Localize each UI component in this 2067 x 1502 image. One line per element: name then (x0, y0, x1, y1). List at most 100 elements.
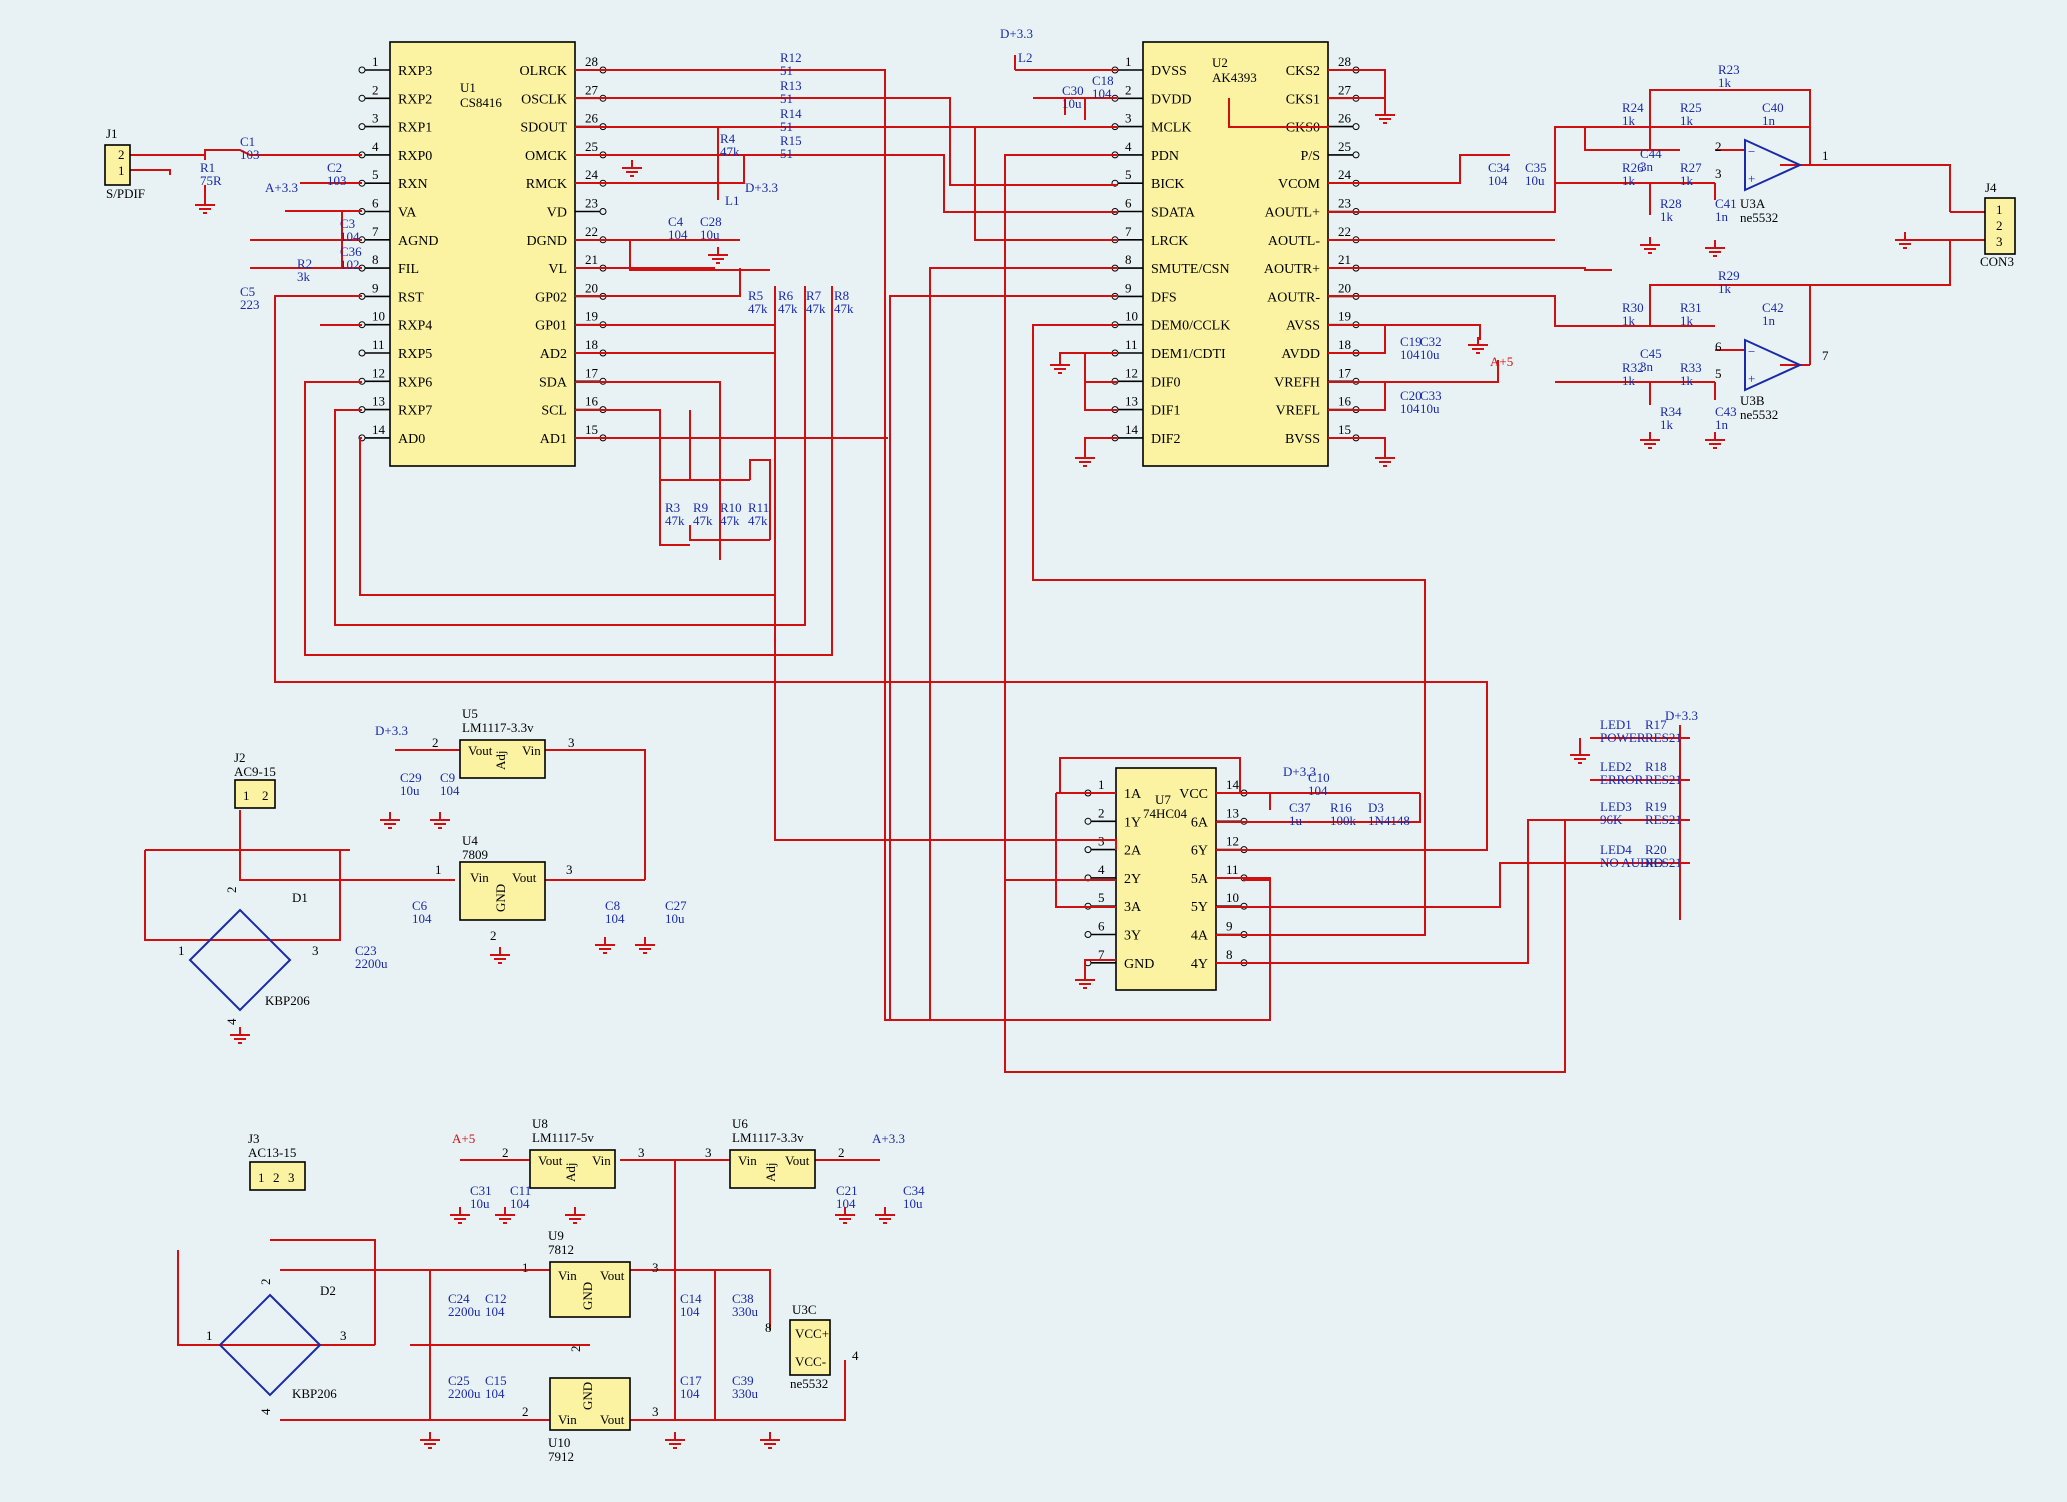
j3-pin-b: 2 (273, 1170, 280, 1185)
u5-ref: U5 (462, 706, 478, 721)
u3c-vccp: VCC+ (795, 1326, 829, 1341)
u1-pin-num: 20 (585, 280, 598, 295)
u1-pin-label: DGND (527, 234, 567, 249)
passive-ref: C33 (1420, 388, 1442, 403)
u1-pin-num: 8 (372, 252, 379, 267)
passive-value: 47k (834, 301, 854, 316)
passive-ref: C6 (412, 898, 428, 913)
passive-ref: C21 (836, 1183, 858, 1198)
u3b-pin-out: 7 (1822, 348, 1829, 363)
u2-pin-num: 16 (1338, 394, 1352, 409)
passive-value: 10u (700, 227, 720, 242)
u1-pin-num: 10 (372, 309, 385, 324)
svg-text:+: + (1748, 371, 1755, 386)
d1-pin-3: 3 (312, 943, 319, 958)
passive-ref: R27 (1680, 160, 1702, 175)
passive-ref: C34 (1488, 160, 1510, 175)
u2-pin-label: AVSS (1286, 319, 1320, 334)
passive-value: 47k (720, 513, 740, 528)
u9-regulator: U9 7812 Vin Vout GND 1 3 2 (522, 1228, 659, 1352)
u2-pin-num: 1 (1125, 54, 1132, 69)
passive-ref: C17 (680, 1373, 702, 1388)
d2-pin-2: 2 (258, 1279, 273, 1286)
u2-pins: 1DVSS2DVDD3MCLK4PDN5BICK6SDATA7LRCK8SMUT… (1111, 54, 1360, 447)
passive-ref: C11 (510, 1183, 531, 1198)
passive-value: 51 (780, 63, 793, 78)
u7-pin-label: 5Y (1191, 900, 1208, 915)
u7-pin-label: 2A (1124, 844, 1142, 859)
power-labels: A+3.3 D+3.3 D+3.3 A+5 D+3.3 D+3.3 D+3.3 … (265, 26, 1698, 1146)
u7-pin-label: 3Y (1124, 929, 1141, 944)
u2-pin-num: 17 (1338, 365, 1352, 380)
u3c-vccn: VCC- (795, 1354, 826, 1369)
u2-ak4393: U2 AK4393 1DVSS2DVDD3MCLK4PDN5BICK6SDATA… (1111, 41, 1360, 467)
passive-value: POWER (1600, 730, 1646, 745)
d1-part: KBP206 (265, 993, 310, 1008)
svg-text:+: + (1748, 171, 1755, 186)
u7-pin-label: 5A (1191, 872, 1209, 887)
passive-value: 3n (1640, 159, 1654, 174)
passive-value: 104 (1488, 173, 1508, 188)
passive-value: RES21 (1645, 730, 1682, 745)
u1-pin-num: 17 (585, 365, 599, 380)
j1-pin-b: 1 (118, 163, 125, 178)
power-d33-5: D+3.3 (1665, 708, 1698, 723)
u7-pin-num: 10 (1226, 890, 1239, 905)
passive-value: ERROR (1600, 772, 1644, 787)
u1-pin-label: RMCK (526, 177, 567, 192)
passive-ref: C40 (1762, 100, 1784, 115)
passive-ref: C42 (1762, 300, 1784, 315)
u9-vout: Vout (600, 1268, 625, 1283)
passive-value: RES21 (1645, 855, 1682, 870)
u7-pin-num: 14 (1226, 777, 1240, 792)
u2-pin-label: CKS0 (1286, 121, 1320, 136)
u4-gnd: GND (493, 884, 508, 912)
passive-ref: R16 (1330, 800, 1352, 815)
u9-pin-in: 1 (522, 1260, 529, 1275)
passive-ref: C4 (668, 214, 684, 229)
u1-pin-num: 19 (585, 309, 598, 324)
passive-ref: R33 (1680, 360, 1702, 375)
u1-pin-label: VD (547, 206, 567, 221)
passive-ref: R19 (1645, 799, 1667, 814)
j3-pin-a: 1 (258, 1170, 265, 1185)
passive-ref: R24 (1622, 100, 1644, 115)
u9-pin-gnd: 2 (568, 1346, 583, 1353)
passive-value: 104 (1092, 86, 1112, 101)
passive-value: 75R (200, 173, 222, 188)
j4-ref: J4 (1985, 180, 1997, 195)
u1-pin-label: SDA (539, 375, 568, 390)
power-d33-1: D+3.3 (745, 180, 778, 195)
passive-value: 1k (1622, 373, 1636, 388)
u2-pin-num: 5 (1125, 167, 1132, 182)
u2-pin-num: 9 (1125, 280, 1132, 295)
u3b-pin-pos: 5 (1715, 366, 1722, 381)
u1-pin-num: 26 (585, 111, 599, 126)
u1-pin-num: 25 (585, 139, 598, 154)
j1-name: S/PDIF (106, 186, 145, 201)
u3a-pin-pos: 3 (1715, 166, 1722, 181)
u5-regulator: U5 LM1117-3.3v Vout Vin Adj 3 2 (432, 706, 575, 779)
passive-ref: R14 (780, 106, 802, 121)
passive-ref: D3 (1368, 800, 1384, 815)
power-d33-2: D+3.3 (1000, 26, 1033, 41)
u1-pin-label: RXP3 (398, 64, 432, 79)
passive-value: 1k (1622, 113, 1636, 128)
u2-pin-label: AOUTL- (1268, 234, 1320, 249)
passive-ref: C34 (903, 1183, 925, 1198)
passive-value: 104 (836, 1196, 856, 1211)
passive-value: 103 (327, 173, 347, 188)
u1-pin-num: 1 (372, 54, 379, 69)
passive-value: 1k (1680, 313, 1694, 328)
u1-pin-num: 28 (585, 54, 598, 69)
j2-name: AC9-15 (234, 764, 276, 779)
passive-value: 104 (1400, 347, 1420, 362)
passive-ref: LED1 (1600, 717, 1632, 732)
u2-pin-label: P/S (1301, 149, 1320, 164)
j2-connector: J2 AC9-15 1 2 (234, 750, 276, 809)
u3a-part: ne5532 (1740, 210, 1778, 225)
u10-pin-out: 3 (652, 1404, 659, 1419)
u4-vout: Vout (512, 870, 537, 885)
u9-vin: Vin (558, 1268, 577, 1283)
passive-value: 104 (485, 1304, 505, 1319)
